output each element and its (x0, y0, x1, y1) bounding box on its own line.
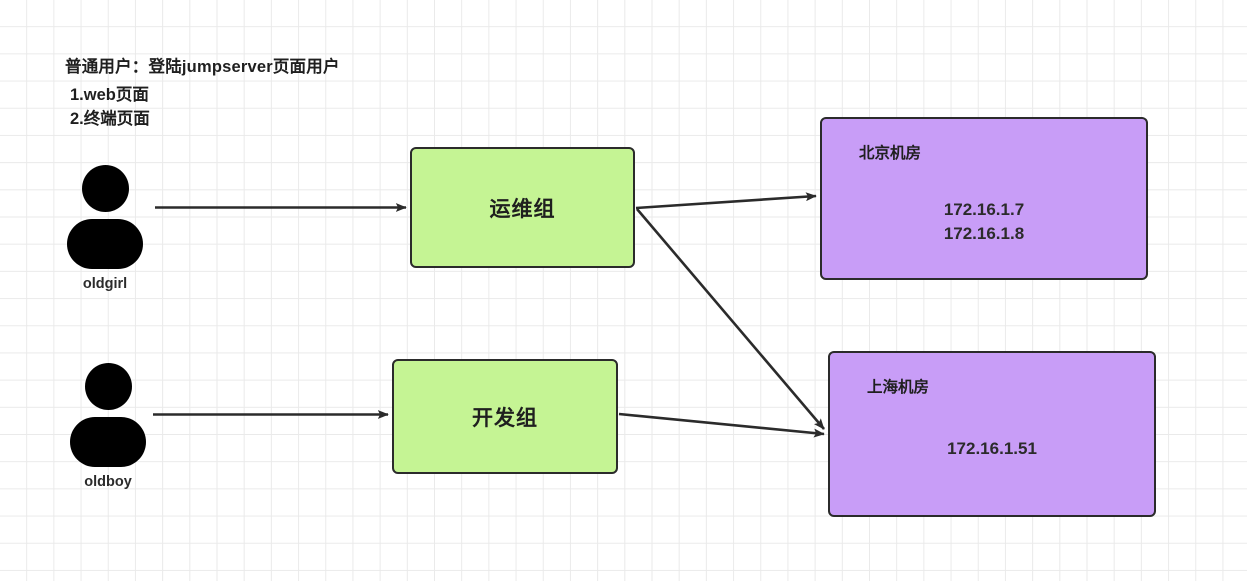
datacenter-ip-list-beijing: 172.16.1.7 172.16.1.8 (943, 200, 1025, 244)
user-label-oldboy: oldboy (84, 474, 132, 490)
datacenter-title-beijing: 北京机房 (859, 145, 922, 162)
datacenter-box-beijing[interactable]: 北京机房 172.16.1.7 172.16.1.8 (820, 117, 1148, 280)
user-label-oldgirl: oldgirl (82, 276, 128, 292)
user-avatar-body-icon (67, 219, 143, 269)
user-avatar-icon (84, 363, 132, 410)
datacenter-title-shanghai: 上海机房 (867, 379, 930, 396)
user-node-oldboy[interactable]: oldboy (58, 363, 158, 490)
arrow-ops-to-beijing (635, 192, 817, 210)
datacenter-ip-list-shanghai: 172.16.1.51 (947, 439, 1037, 458)
user-node-oldgirl[interactable]: oldgirl (55, 165, 155, 292)
datacenter-box-shanghai[interactable]: 上海机房 172.16.1.51 (828, 351, 1156, 517)
note-line-terminal: 2.终端页面 (70, 110, 150, 128)
group-box-ops[interactable]: 运维组 (410, 147, 635, 268)
user-avatar-body-icon (70, 417, 146, 467)
arrow-dev-to-shanghai (618, 412, 825, 438)
user-avatar-icon (81, 165, 129, 212)
arrow-ops-to-shanghai (636, 208, 825, 430)
note-line-web: 1.web页面 (70, 86, 149, 104)
group-box-dev[interactable]: 开发组 (392, 359, 618, 474)
group-label-ops: 运维组 (489, 197, 556, 221)
group-label-dev: 开发组 (472, 406, 538, 430)
note-title: 普通用户：登陆jumpserver页面用户 (65, 58, 340, 76)
